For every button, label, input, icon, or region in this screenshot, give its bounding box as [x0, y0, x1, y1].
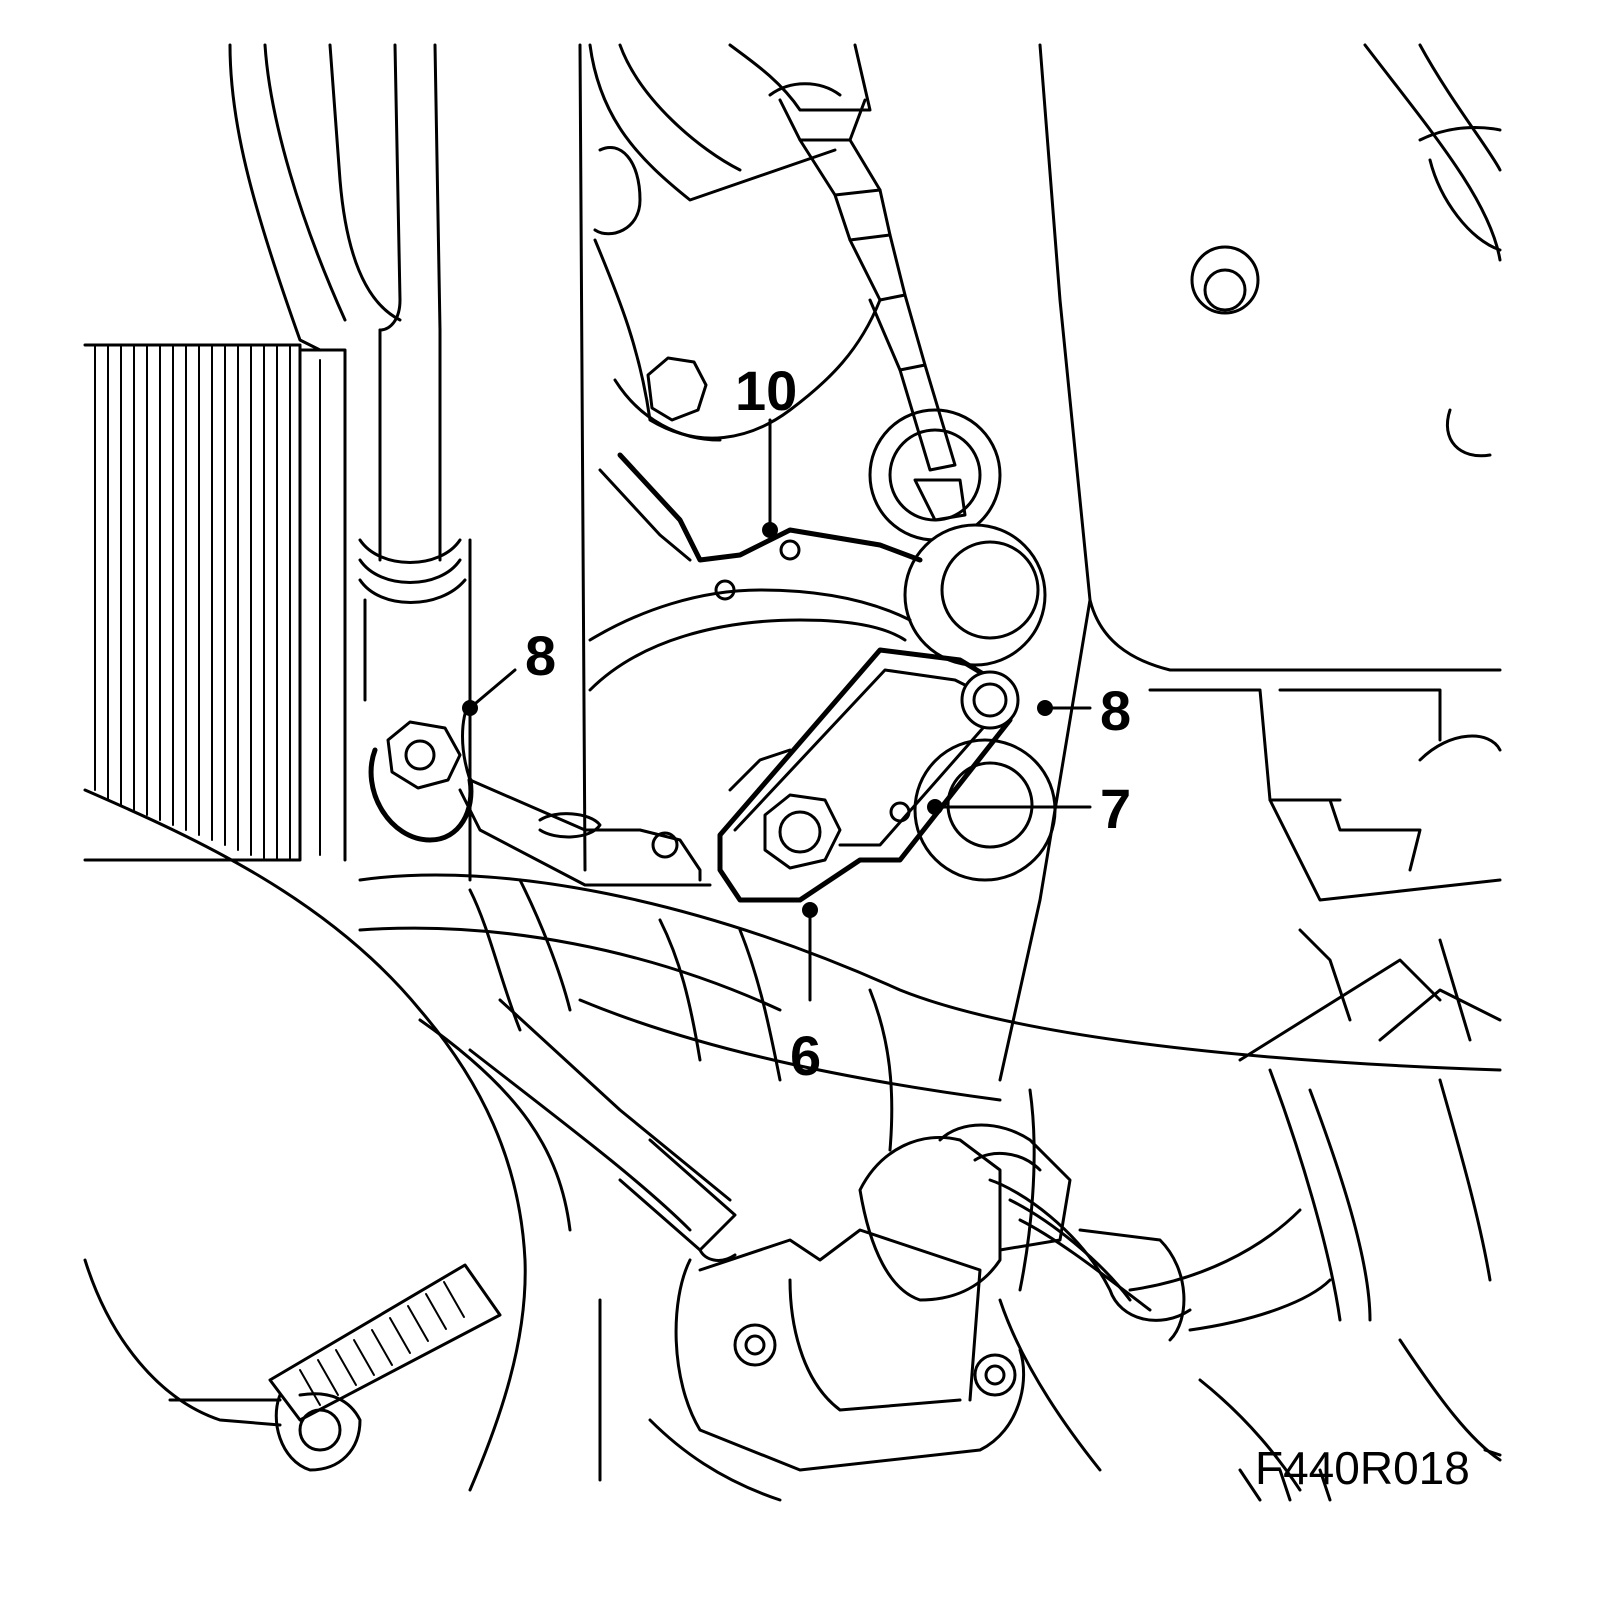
control-rod	[728, 43, 967, 522]
ball-joint	[903, 523, 1047, 667]
rod-boss	[868, 408, 1002, 542]
upper-bolt	[646, 356, 708, 422]
bracket-nut	[960, 670, 1020, 730]
bottom-misc	[598, 1298, 1502, 1502]
callout-7: 7	[1100, 777, 1131, 840]
diagonal-pipe	[618, 1138, 737, 1262]
callout-8-left: 8	[525, 624, 556, 687]
callout-10: 10	[735, 359, 797, 422]
hose-clamp	[168, 1263, 502, 1472]
figure-code: F440R018	[1255, 1442, 1470, 1494]
big-round-hose	[83, 788, 732, 1492]
callout-8-right: 8	[1100, 679, 1131, 742]
callout-leaders	[462, 418, 1092, 1002]
lower-main-hose	[358, 873, 1502, 1322]
gearbox-housing	[588, 452, 923, 692]
callout-6: 6	[790, 1024, 821, 1087]
left-nut	[368, 720, 474, 843]
bolt-item-6	[763, 793, 842, 870]
right-panel	[998, 43, 1502, 1082]
wire-connector	[858, 1123, 1332, 1342]
radiator-fins	[83, 343, 347, 862]
bottom-sensor	[674, 1228, 1026, 1472]
center-panel	[578, 43, 882, 872]
